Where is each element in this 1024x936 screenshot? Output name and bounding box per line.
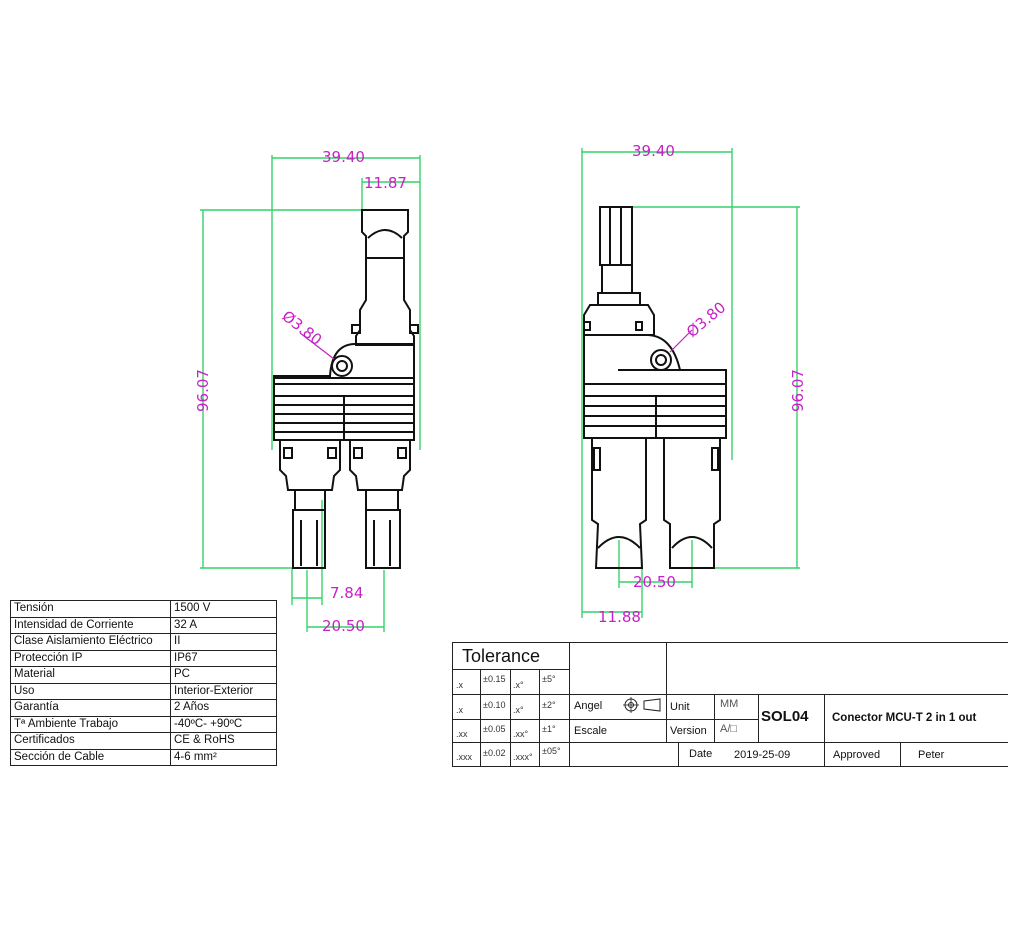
tol-row-1-a: .x [456,680,464,690]
tolerance-title: Tolerance [462,646,541,666]
version-value: A/□ [720,723,738,735]
unit-value: MM [720,698,739,710]
spec-value: II [170,633,277,651]
tol-row-2-c: .x° [513,705,524,715]
tol-row-3-a: .xx [456,729,468,739]
tol-row-4-b: ±0.02 [483,748,506,758]
tol-row-1-c: .x° [513,680,524,690]
spec-label: Sección de Cable [10,748,171,766]
date-value: 2019-25-09 [734,749,791,761]
projection-symbol-icon [623,697,661,713]
tol-row-1-b: ±0.15 [483,674,506,684]
spec-label: Protección IP [10,649,171,667]
escale-label: Escale [574,725,608,737]
spec-value: CE & RoHS [170,732,277,750]
drawing-code: SOL04 [761,708,809,725]
title-block: Tolerance .x ±0.15 .x° ±5° .x ±0.10 .x° … [452,642,1008,767]
front-view: 39.40 11.87 Ø3.80 96.07 7.84 20.50 [194,148,421,635]
tol-row-3-c: .xx° [513,729,529,739]
spec-row: Tª Ambiente Trabajo-40ºC- +90ºC [10,715,277,733]
dim-side-width: 39.40 [632,142,675,160]
spec-label: Material [10,666,171,684]
version-label: Version [670,725,707,737]
date-label: Date [689,748,713,760]
tol-row-2-a: .x [456,705,464,715]
spec-value: Interior-Exterior [170,682,277,700]
spec-value: PC [170,666,277,684]
dim-front-hole: Ø3.80 [279,307,326,349]
dim-side-height: 96.07 [789,369,807,412]
spec-label: Tensión [10,600,171,618]
spec-label: Certificados [10,732,171,750]
dim-front-top-width: 11.87 [364,174,407,192]
tol-row-3-d: ±1° [542,724,556,734]
spec-value: -40ºC- +90ºC [170,715,277,733]
unit-label: Unit [670,701,690,713]
dim-front-pin-width: 7.84 [330,584,363,602]
tol-row-2-d: ±2° [542,700,556,710]
tol-row-4-a: .xxx [456,752,473,762]
spec-label: Garantía [10,699,171,717]
tol-row-1-d: ±5° [542,674,556,684]
spec-value: 1500 V [170,600,277,618]
tol-row-4-c: .xxx° [513,752,533,762]
spec-label: Clase Aislamiento Eléctrico [10,633,171,651]
spec-value: 32 A [170,616,277,634]
product-name: Conector MCU-T 2 in 1 out [832,712,977,724]
dim-side-pitch: 20.50 [633,573,676,591]
tol-row-4-d: ±05° [542,746,561,756]
approved-label: Approved [833,749,881,761]
dim-side-hole: Ø3.80 [683,298,729,341]
dim-side-offset: 11.88 [598,608,641,626]
spec-value: 2 Años [170,699,277,717]
spec-label: Uso [10,682,171,700]
spec-value: IP67 [170,649,277,667]
approved-value: Peter [918,749,945,761]
spec-label: Intensidad de Corriente [10,616,171,634]
dim-front-pitch: 20.50 [322,617,365,635]
dim-front-height: 96.07 [194,369,212,412]
spec-value: 4-6 mm² [170,748,277,766]
spec-label: Tª Ambiente Trabajo [10,715,171,733]
side-view: 39.40 Ø3.80 96.07 20.50 11.88 [581,142,807,626]
tol-row-2-b: ±0.10 [483,700,506,710]
tol-row-3-b: ±0.05 [483,724,506,734]
angel-label: Angel [574,700,603,712]
dim-front-width: 39.40 [322,148,365,166]
